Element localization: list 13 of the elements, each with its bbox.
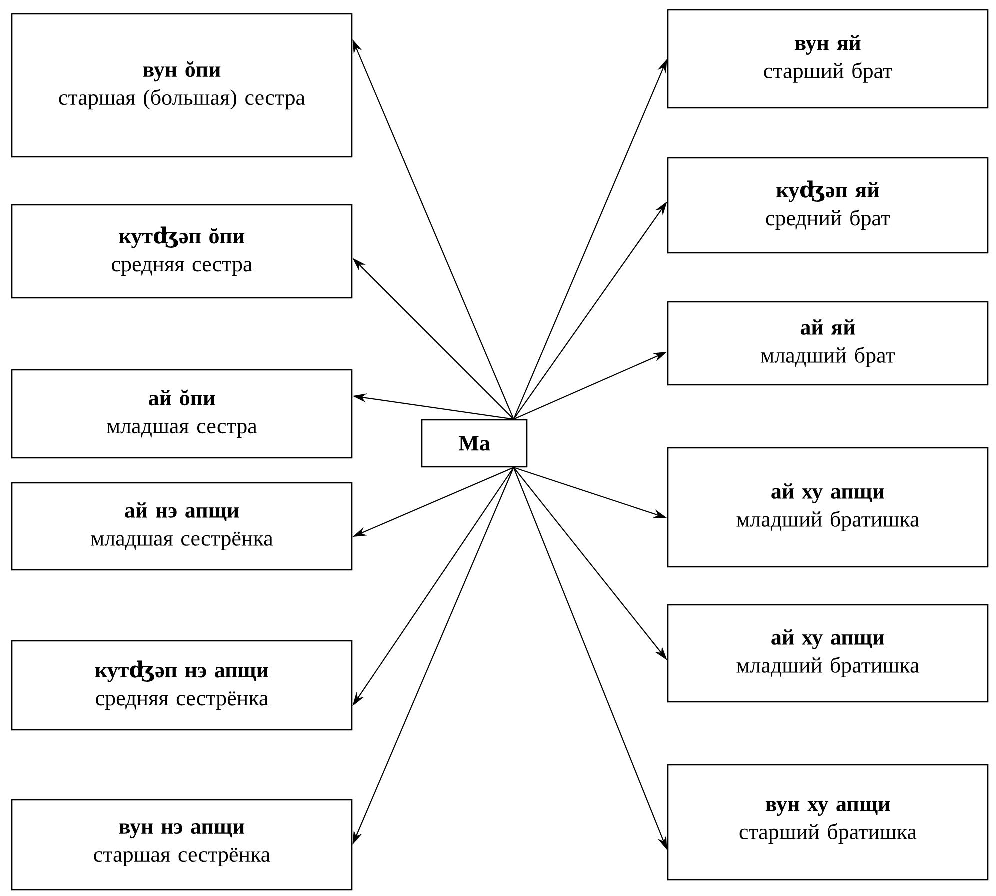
text-box: ай нэ апщи младшая сестрёнка (11, 482, 353, 571)
text-box: вун ŏпи старшая (большая) сестра (11, 13, 353, 158)
text-box: ай ŏпи младшая сестра (11, 369, 353, 459)
text-box: куʤәп яй средний брат (667, 157, 989, 254)
text-box: ай ху апщи младший братишка (667, 604, 989, 703)
text-box: кутʤәп нэ апщи средняя сестрёнка (11, 640, 353, 731)
text-box: вун нэ апщи старшая сестрёнка (11, 799, 353, 891)
text-box: ай ху апщи младший братишка (667, 447, 989, 568)
text-box: Ма (421, 419, 528, 468)
text-box: ай яй младший брат (667, 301, 989, 386)
text-box: вун ху апщи старший братишка (667, 764, 989, 881)
text-box: кутʤәп ŏпи средняя сестра (11, 204, 353, 299)
text-box: вун яй старший брат (667, 9, 989, 109)
